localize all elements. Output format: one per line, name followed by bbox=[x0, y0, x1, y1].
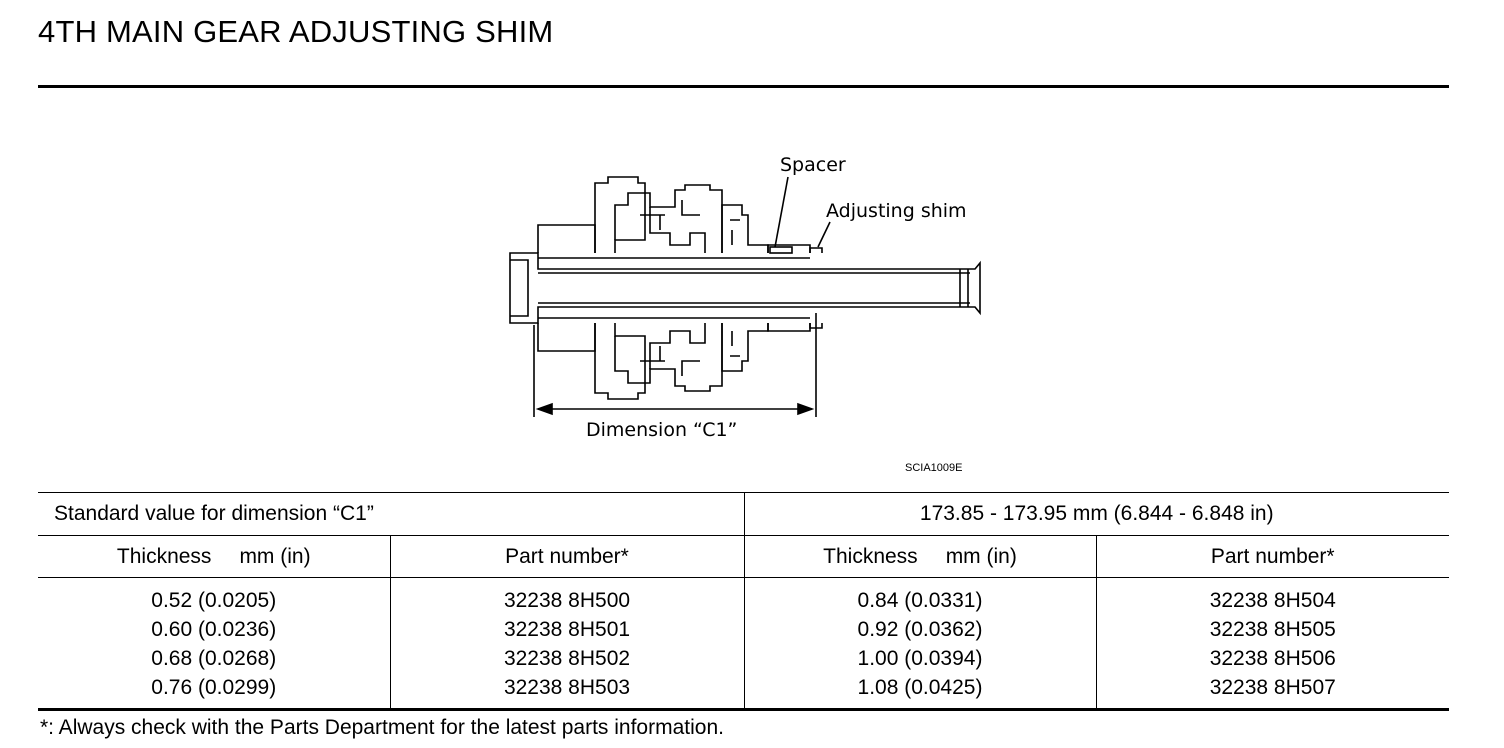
title-divider bbox=[38, 85, 1449, 88]
table-cell: 0.76 (0.0299) bbox=[151, 676, 277, 699]
right-parts-cell: 32238 8H504 32238 8H505 32238 8H506 3223… bbox=[1095, 577, 1449, 711]
dimension-c1-label: Dimension “C1” bbox=[586, 419, 738, 441]
table-cell: 1.00 (0.0394) bbox=[857, 647, 983, 670]
spacer-label: Spacer bbox=[780, 154, 846, 176]
table-cell: 0.84 (0.0331) bbox=[857, 589, 983, 612]
left-thickness-cell: 0.52 (0.0205) 0.60 (0.0236) 0.68 (0.0268… bbox=[38, 577, 391, 711]
table-cell: 0.68 (0.0268) bbox=[151, 647, 277, 670]
shim-leader bbox=[817, 221, 831, 248]
mainshaft-diagram bbox=[509, 176, 981, 417]
dimension-line bbox=[533, 313, 817, 417]
table-cell: 32238 8H504 bbox=[1209, 589, 1336, 612]
spacer-leader bbox=[774, 176, 789, 248]
page-title: 4TH MAIN GEAR ADJUSTING SHIM bbox=[38, 14, 554, 49]
header-part-number-left: Part number* bbox=[389, 535, 745, 578]
upper-gear-stack bbox=[537, 176, 823, 254]
table-cell: 32238 8H502 bbox=[503, 647, 631, 670]
header-part-number-right: Part number* bbox=[1095, 535, 1449, 578]
table-cell: 32238 8H506 bbox=[1209, 647, 1336, 670]
table-cell: 0.60 (0.0236) bbox=[151, 618, 277, 641]
table-cell: 32238 8H507 bbox=[1209, 676, 1336, 699]
table-cell: 1.08 (0.0425) bbox=[857, 676, 983, 699]
table-cell: 0.92 (0.0362) bbox=[857, 618, 983, 641]
standard-value-label: Standard value for dimension “C1” bbox=[38, 492, 745, 536]
table-cell: 32238 8H505 bbox=[1209, 618, 1336, 641]
table-cell: 0.52 (0.0205) bbox=[151, 589, 277, 612]
standard-value: 173.85 - 173.95 mm (6.844 - 6.848 in) bbox=[743, 492, 1449, 536]
table-cell: 32238 8H501 bbox=[503, 618, 631, 641]
footnote: *: Always check with the Parts Departmen… bbox=[40, 716, 724, 739]
table-cell: 32238 8H500 bbox=[503, 589, 631, 612]
shaft-drawing bbox=[509, 252, 981, 324]
figure-code: SCIA1009E bbox=[905, 462, 963, 474]
right-thickness-cell: 0.84 (0.0331) 0.92 (0.0362) 1.00 (0.0394… bbox=[743, 577, 1097, 711]
standard-value-row: Standard value for dimension “C1” 173.85… bbox=[38, 492, 1449, 536]
adjusting-shim-label: Adjusting shim bbox=[826, 200, 967, 222]
shim-spec-table: Standard value for dimension “C1” 173.85… bbox=[38, 492, 1449, 711]
lower-gear-stack bbox=[537, 323, 823, 400]
table-cell: 32238 8H503 bbox=[503, 676, 631, 699]
left-parts-cell: 32238 8H500 32238 8H501 32238 8H502 3223… bbox=[389, 577, 745, 711]
table-values-row: 0.52 (0.0205) 0.60 (0.0236) 0.68 (0.0268… bbox=[38, 577, 1449, 711]
